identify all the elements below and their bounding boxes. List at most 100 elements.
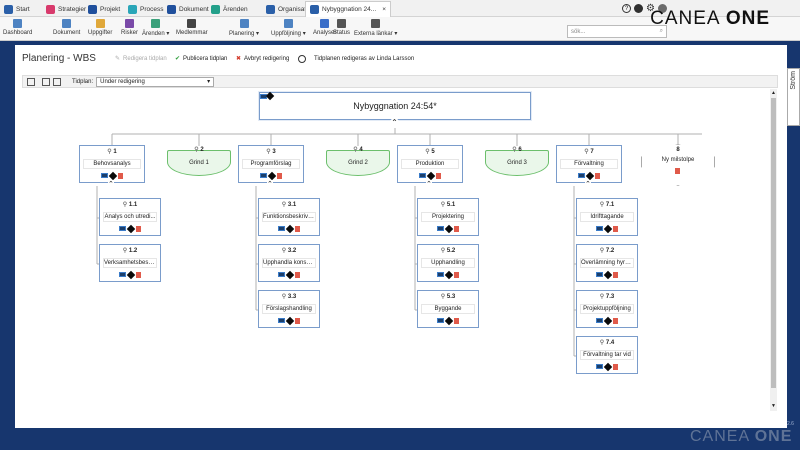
tab-projekt[interactable]: Projekt [88, 2, 120, 16]
node-label[interactable]: Projektering [421, 212, 475, 222]
globe-icon[interactable] [634, 4, 643, 13]
link-card-icon[interactable] [437, 272, 444, 277]
link-card-icon[interactable] [278, 318, 285, 323]
node-label[interactable]: Förslagshandling [262, 304, 316, 314]
help-icon[interactable]: ? [622, 4, 631, 13]
node-label[interactable]: Funktionsbeskrivn... [262, 212, 316, 222]
gate-node[interactable]: Grind 2 [326, 150, 390, 176]
link-card-icon[interactable] [419, 173, 426, 178]
toolbar-item-9[interactable]: Status [333, 19, 350, 36]
diamond-icon[interactable] [603, 362, 613, 372]
scroll-up-icon[interactable]: ▲ [771, 90, 776, 96]
collapse-icon[interactable]: ⌃ [267, 180, 273, 188]
search-input[interactable]: sök...⌕ [567, 25, 667, 38]
diamond-icon[interactable] [444, 224, 454, 234]
link-card-icon[interactable] [278, 272, 285, 277]
node-label[interactable]: Programförslag [242, 159, 300, 169]
gear-icon[interactable]: ⚙ [646, 3, 655, 14]
toolbar-item-3[interactable]: Risker [121, 19, 138, 36]
tab-process[interactable]: Process [128, 2, 163, 16]
node-label[interactable]: Överlämning hyre... [580, 258, 634, 268]
link-card-icon[interactable] [578, 173, 585, 178]
collapse-icon[interactable]: ⌃ [585, 180, 591, 188]
node-label[interactable]: Verksamhetsbeskr... [103, 258, 157, 268]
gate-node[interactable]: Grind 3 [485, 150, 549, 176]
node-label[interactable]: Förvaltning [560, 159, 618, 169]
delete-icon[interactable] [136, 226, 141, 232]
delete-icon[interactable] [136, 272, 141, 278]
node-label[interactable]: Byggande [421, 304, 475, 314]
link-card-icon[interactable] [119, 226, 126, 231]
toolbar-item-2[interactable]: Uppgifter [88, 19, 112, 36]
delete-icon[interactable] [454, 272, 459, 278]
diamond-icon[interactable] [126, 224, 136, 234]
diamond-icon[interactable] [267, 171, 277, 181]
diamond-icon[interactable] [108, 171, 118, 181]
link-card-icon[interactable] [260, 173, 267, 178]
toolbar-item-4[interactable]: Ärenden ▾ [142, 19, 169, 37]
delete-icon[interactable] [595, 173, 600, 179]
delete-icon[interactable] [613, 318, 618, 324]
collapse-icon[interactable]: ⌃ [426, 180, 432, 188]
delete-icon[interactable] [613, 272, 618, 278]
link-card-icon[interactable] [596, 226, 603, 231]
diamond-icon[interactable] [265, 91, 275, 101]
schedule-select[interactable]: Under redigering▾ [96, 76, 215, 87]
tab-strategier[interactable]: Strategier [46, 2, 86, 16]
delete-icon[interactable] [613, 364, 618, 370]
delete-icon[interactable] [675, 168, 680, 174]
link-card-icon[interactable] [437, 226, 444, 231]
wbs-root-node[interactable]: Nybyggnation 24:54* [259, 91, 531, 120]
toolbar-item-6[interactable]: Planering ▾ [229, 19, 259, 37]
toolbar-item-7[interactable]: Uppföljning ▾ [271, 19, 306, 37]
tab-start[interactable]: Start [4, 2, 30, 16]
delete-icon[interactable] [277, 173, 282, 179]
gate-node[interactable]: Grind 1 [167, 150, 231, 176]
delete-icon[interactable] [454, 318, 459, 324]
diamond-icon[interactable] [444, 270, 454, 280]
link-card-icon[interactable] [101, 173, 108, 178]
collapse-icon[interactable]: ⌃ [108, 180, 114, 188]
delete-icon[interactable] [295, 226, 300, 232]
delete-icon[interactable] [118, 173, 123, 179]
diamond-icon[interactable] [603, 270, 613, 280]
link-card-icon[interactable] [596, 364, 603, 369]
toolbar-item-0[interactable]: Dashboard [3, 19, 32, 36]
node-label[interactable]: Förvaltning tar vid [580, 350, 634, 360]
diamond-icon[interactable] [585, 171, 595, 181]
diamond-icon[interactable] [426, 171, 436, 181]
link-card-icon[interactable] [119, 272, 126, 277]
diamond-icon[interactable] [603, 224, 613, 234]
node-label[interactable]: Projektuppföljning [580, 304, 634, 314]
delete-icon[interactable] [436, 173, 441, 179]
tab-dokument[interactable]: Dokument [167, 2, 209, 16]
delete-icon[interactable] [295, 272, 300, 278]
diamond-icon[interactable] [126, 270, 136, 280]
node-label[interactable]: Idrifttagande [580, 212, 634, 222]
copy-icon[interactable] [42, 77, 50, 86]
tab-organisation[interactable]: Organisation [266, 2, 315, 16]
node-label[interactable]: Behovsanalys [83, 159, 141, 169]
tab-ärenden[interactable]: Ärenden [211, 2, 248, 16]
scrollbar-thumb[interactable] [771, 98, 776, 388]
delete-icon[interactable] [454, 226, 459, 232]
diamond-icon[interactable] [285, 270, 295, 280]
stream-side-tab[interactable]: Ström [787, 68, 800, 126]
node-label[interactable]: Upphandla konsul... [262, 258, 316, 268]
node-label[interactable]: Produktion [401, 159, 459, 169]
link-card-icon[interactable] [278, 226, 285, 231]
close-tab-icon[interactable]: × [382, 6, 386, 13]
